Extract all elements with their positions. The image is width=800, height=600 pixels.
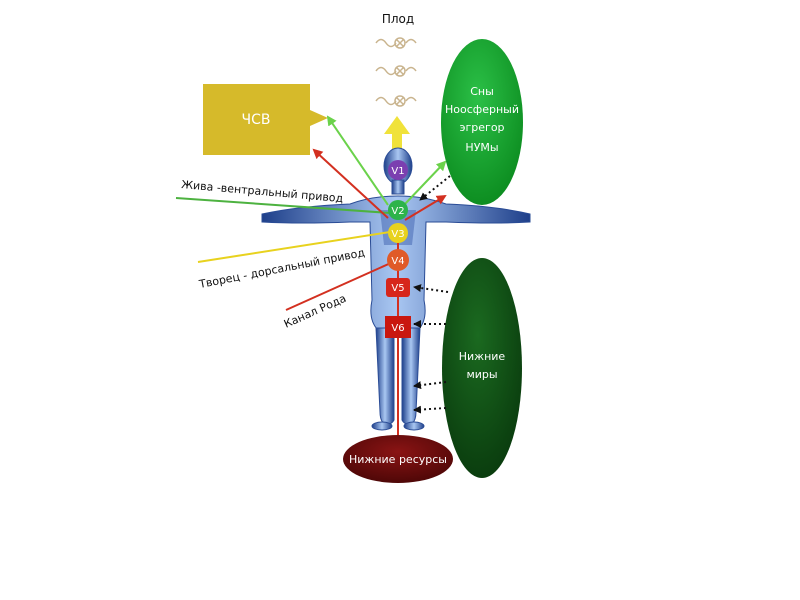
svg-text:V6: V6 <box>391 323 404 334</box>
arrow-green-to-dreams <box>403 160 447 206</box>
fruit-symbol-2 <box>375 65 417 77</box>
lower-resources-label: Нижние ресурсы <box>349 453 447 466</box>
fruit-symbol-1 <box>375 37 417 49</box>
label-ventral-channel: Жива -вентральный привод <box>181 178 344 205</box>
fruit-symbols <box>375 37 417 107</box>
channel-line-ventral <box>175 197 391 214</box>
lower-worlds-arrows <box>413 284 449 414</box>
arrow-red-to-chsv <box>312 148 389 219</box>
dreams-line-4: НУМы <box>465 141 498 154</box>
dreams-line-1: Сны <box>470 85 494 98</box>
chakra-v5: V5 <box>386 278 410 297</box>
channel-line-dorsal <box>197 231 391 263</box>
dreams-line-2: Ноосферный <box>445 103 519 116</box>
chakra-v4: V4 <box>387 249 409 271</box>
fruit-up-arrow <box>384 116 410 154</box>
channel-line-rod <box>285 261 394 311</box>
fruit-symbol-3 <box>375 95 417 107</box>
svg-text:V2: V2 <box>391 206 404 217</box>
dreams-line-3: эгрегор <box>459 121 504 134</box>
arrow-dotted-dreams <box>419 175 451 201</box>
chakra-v2: V2 <box>388 200 408 220</box>
svg-text:V4: V4 <box>391 256 404 267</box>
chakra-v1: V1 <box>388 160 408 180</box>
svg-text:V5: V5 <box>391 283 404 294</box>
chakra-v3: V3 <box>388 223 408 243</box>
chsv-box: ЧСВ <box>203 84 328 155</box>
chakra-v6: V6 <box>385 316 411 338</box>
lower-worlds-ellipse: Нижние миры <box>442 258 522 478</box>
dreams-ellipse: Сны Ноосферный эгрегор НУМы <box>441 39 523 205</box>
lower-worlds-line-1: Нижние <box>459 350 506 363</box>
arrow-red-to-dreams <box>404 194 447 221</box>
svg-text:V1: V1 <box>391 166 404 177</box>
lower-resources-ellipse: Нижние ресурсы <box>343 435 453 483</box>
arrow-green-to-chsv <box>326 115 389 206</box>
lower-worlds-line-2: миры <box>466 368 497 381</box>
fruit-label: Плод <box>382 12 414 26</box>
svg-text:V3: V3 <box>391 229 404 240</box>
channel-lines <box>175 197 394 311</box>
chsv-label: ЧСВ <box>242 112 271 128</box>
